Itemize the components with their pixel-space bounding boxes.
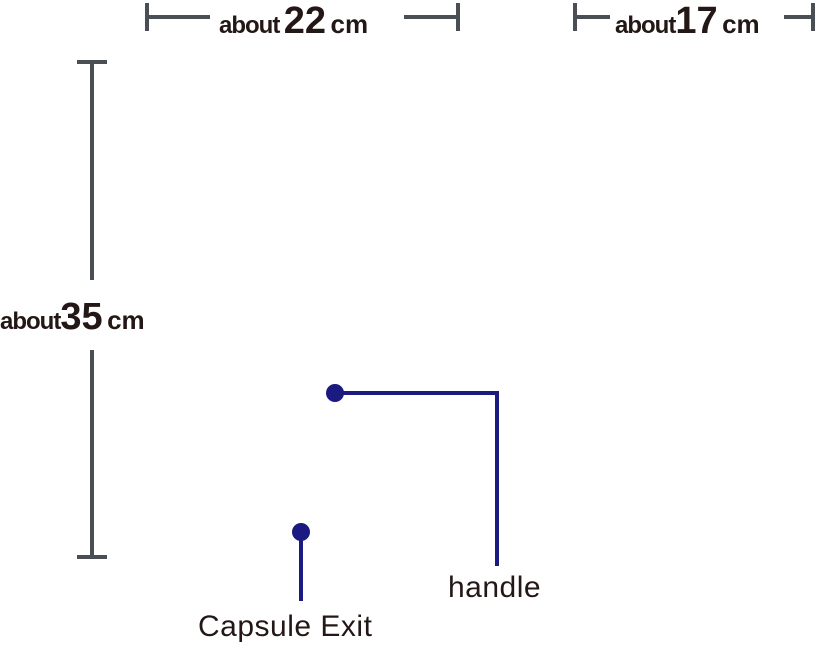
depth-dimension-line xyxy=(573,3,815,31)
capsule-exit-callout-dot xyxy=(292,523,310,541)
height-prefix: about xyxy=(0,308,61,335)
depth-value: 17 xyxy=(675,0,718,42)
depth-label: about17 cm xyxy=(615,2,760,40)
handle-label: handle xyxy=(448,571,542,604)
depth-unit: cm xyxy=(722,9,760,39)
handle-callout-line xyxy=(335,391,499,566)
height-label: about35 cm xyxy=(0,298,145,336)
height-dimension-line xyxy=(77,60,107,559)
depth-prefix: about xyxy=(615,12,676,39)
height-unit: cm xyxy=(107,305,145,335)
width-dimension-line xyxy=(145,3,460,31)
height-value: 35 xyxy=(60,296,103,338)
width-value: 22 xyxy=(283,0,327,42)
handle-callout-dot xyxy=(326,384,344,402)
width-prefix: about xyxy=(219,12,280,39)
capsule-exit-label: Capsule Exit xyxy=(198,610,373,643)
width-label: about 22 cm xyxy=(219,2,368,40)
width-unit: cm xyxy=(330,9,369,39)
